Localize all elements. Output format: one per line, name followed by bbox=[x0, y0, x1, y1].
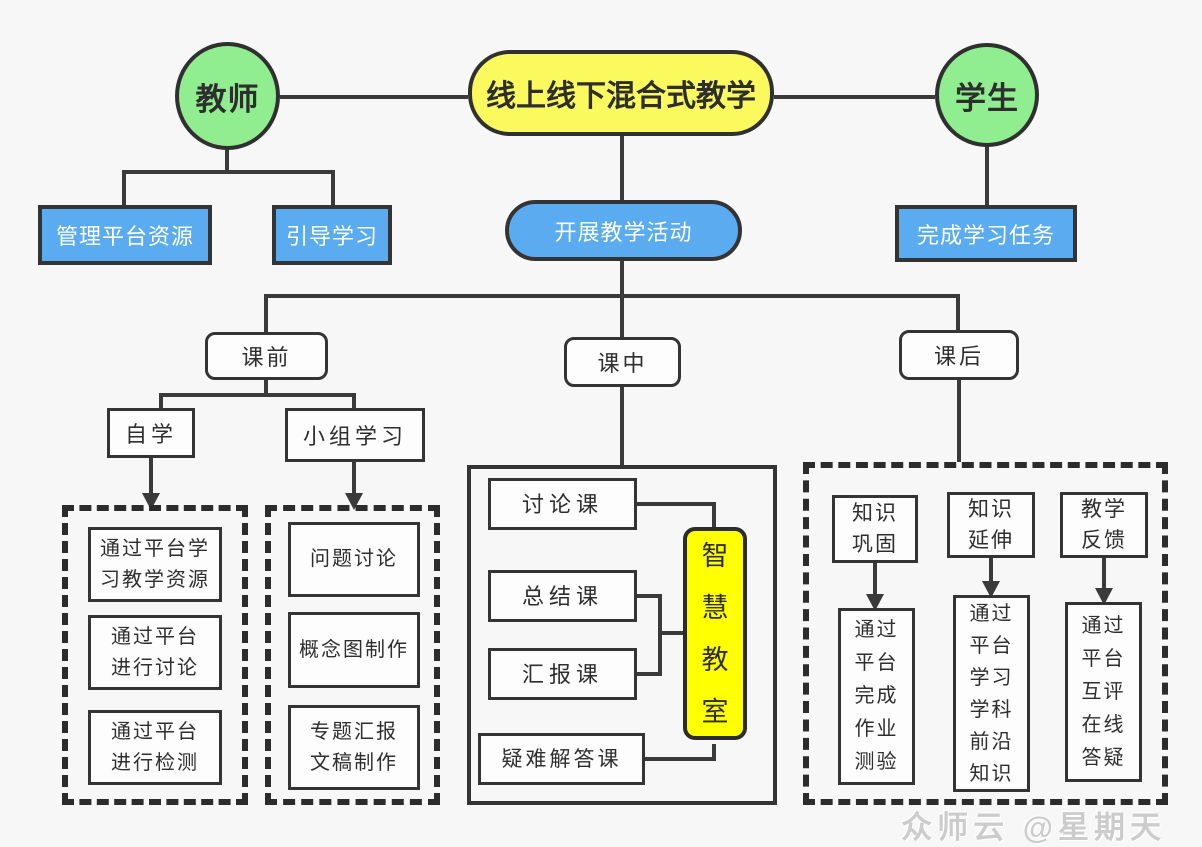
smart-classroom-node: 智 慧 教 室 bbox=[683, 527, 747, 740]
connector-qa-smart bbox=[645, 744, 716, 761]
connector-preclass-split bbox=[159, 393, 356, 408]
class-type-report: 汇报课 bbox=[488, 648, 637, 700]
connector-summary-report-merge bbox=[637, 594, 683, 676]
post-item-feedback: 教学 反馈 bbox=[1060, 492, 1148, 558]
self-study-item-1: 通过平台学 习教学资源 bbox=[88, 527, 222, 602]
arrowhead-post3 bbox=[1095, 588, 1113, 605]
post-detail-peer-review: 通过 平台 互评 在线 答疑 bbox=[1065, 602, 1142, 782]
group-study-node: 小组学习 bbox=[285, 408, 425, 462]
class-type-discussion: 讨论课 bbox=[488, 478, 637, 530]
class-type-summary: 总结课 bbox=[488, 570, 637, 622]
connector-discussion-smart bbox=[637, 502, 716, 527]
self-study-item-3: 通过平台 进行检测 bbox=[88, 710, 222, 785]
post-class-node: 课后 bbox=[899, 330, 1019, 380]
group-item-2: 概念图制作 bbox=[288, 612, 420, 688]
manage-resources-node: 管理平台资源 bbox=[38, 205, 212, 265]
in-class-node: 课中 bbox=[564, 337, 681, 387]
post-class-group bbox=[803, 462, 1168, 805]
group-study-group bbox=[265, 505, 440, 805]
self-study-item-2: 通过平台 进行讨论 bbox=[88, 615, 222, 690]
post-detail-frontier: 通过 平台 学习 学科 前沿 知识 bbox=[953, 595, 1030, 792]
connector-teacher-split bbox=[122, 170, 335, 205]
arrowhead-post1 bbox=[866, 594, 884, 611]
student-node: 学生 bbox=[935, 43, 1039, 147]
post-item-extend: 知识 延伸 bbox=[947, 492, 1035, 558]
in-class-group bbox=[467, 465, 777, 805]
group-item-3: 专题汇报 文稿制作 bbox=[288, 705, 420, 790]
teaching-activities-node: 开展教学活动 bbox=[505, 200, 742, 261]
post-detail-homework: 通过 平台 完成 作业 测验 bbox=[838, 608, 915, 785]
connector-phase-split bbox=[264, 294, 960, 332]
arrowhead-selfstudy bbox=[142, 493, 160, 510]
pre-class-node: 课前 bbox=[205, 332, 328, 380]
self-study-node: 自学 bbox=[107, 408, 195, 458]
complete-tasks-node: 完成学习任务 bbox=[895, 205, 1077, 262]
arrowhead-groupstudy bbox=[345, 493, 363, 510]
arrowhead-post2 bbox=[982, 581, 1000, 598]
teacher-node: 教师 bbox=[175, 42, 280, 150]
main-title-node: 线上线下混合式教学 bbox=[468, 50, 774, 136]
guide-learning-node: 引导学习 bbox=[272, 205, 392, 265]
post-item-consolidate: 知识 巩固 bbox=[832, 495, 918, 563]
self-study-group bbox=[62, 505, 248, 805]
watermark: 众师云 @星期天 bbox=[901, 810, 1166, 845]
group-item-1: 问题讨论 bbox=[288, 522, 420, 597]
class-type-qa: 疑难解答课 bbox=[478, 733, 645, 785]
